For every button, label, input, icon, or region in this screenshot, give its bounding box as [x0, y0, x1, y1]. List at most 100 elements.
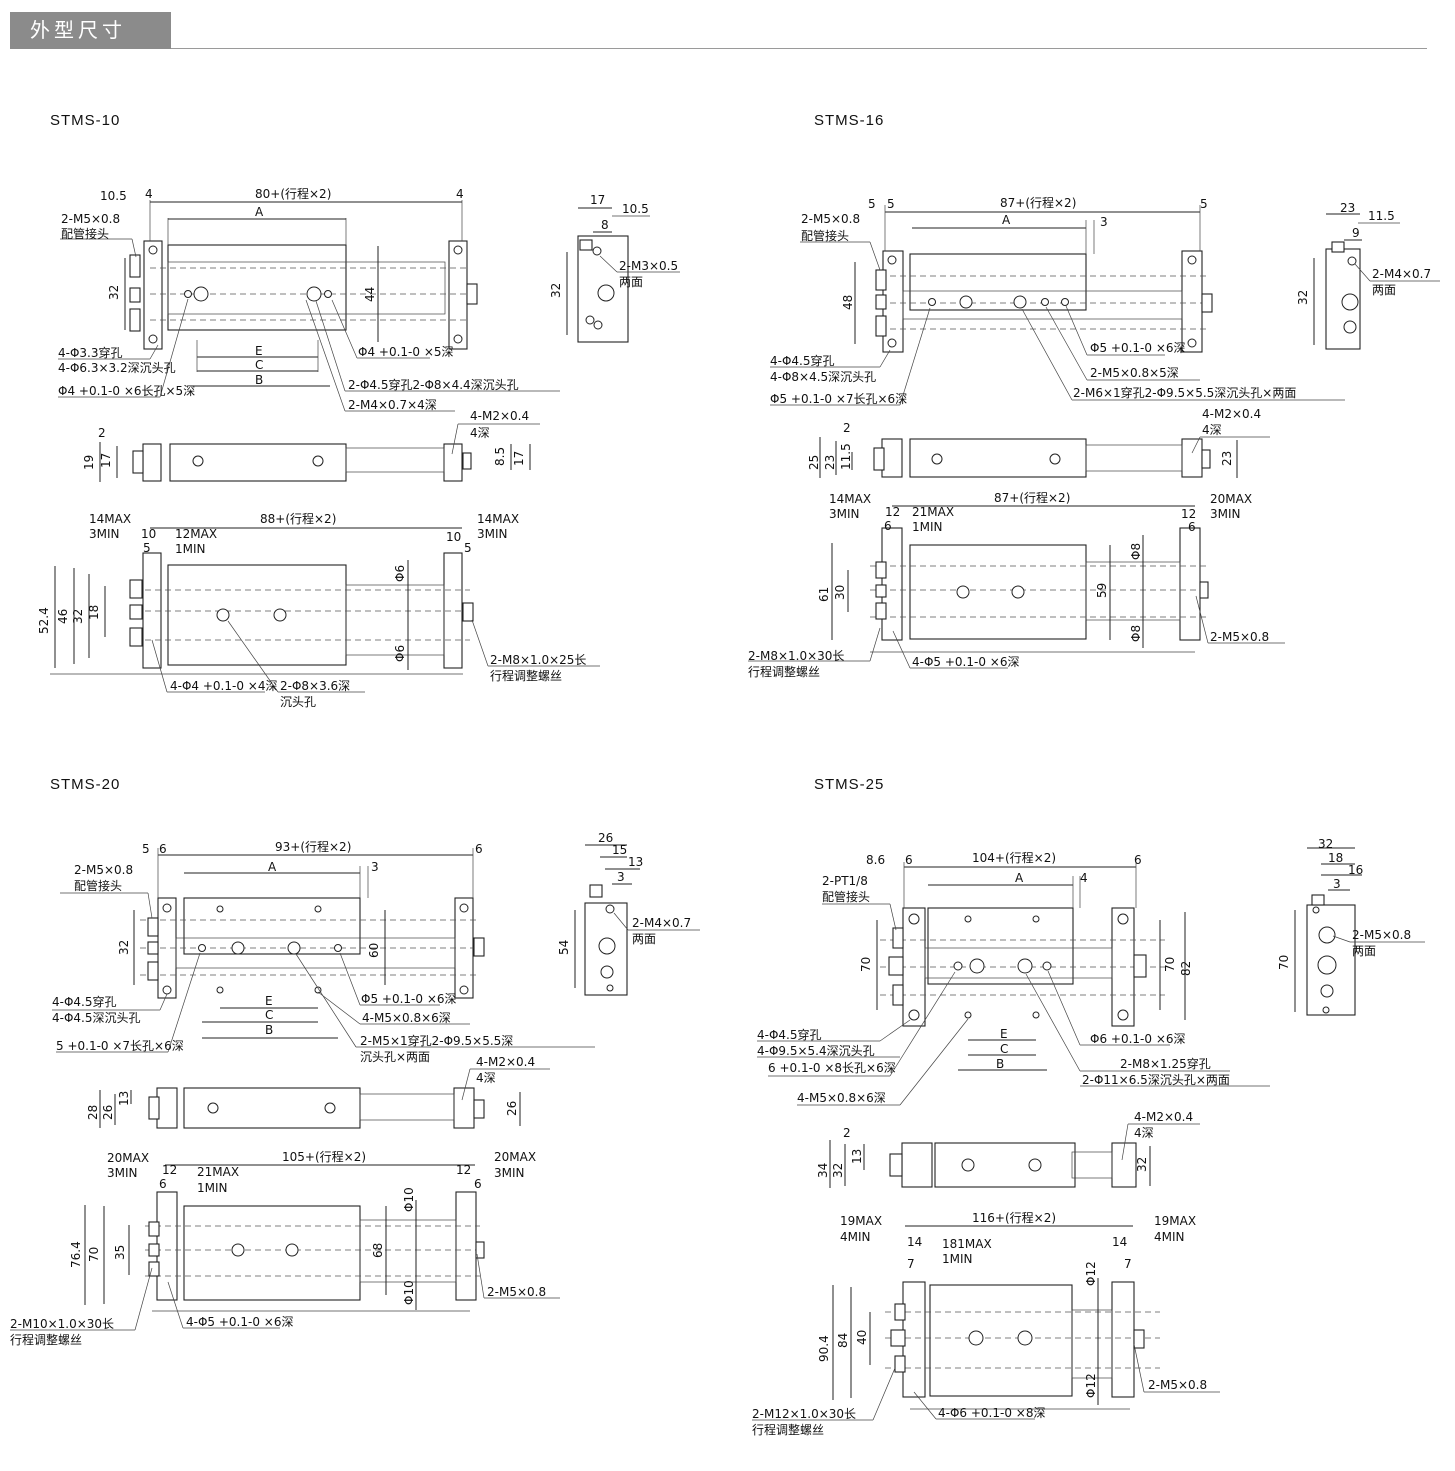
header-divider — [171, 48, 1427, 49]
dim-label: 15 — [612, 843, 627, 857]
dim-label: 2-M8×1.0×25长 — [490, 653, 586, 667]
dim-label: 两面 — [1372, 283, 1396, 297]
dim-label: 4深 — [1202, 423, 1222, 437]
dim-label: 70 — [1277, 955, 1291, 970]
dim-label: 26 — [598, 831, 613, 845]
dim-label: 8.6 — [866, 853, 885, 867]
dim-label: 2 — [843, 1126, 851, 1140]
dim-label: 4-Φ4 +0.1-0 ×4深 — [170, 679, 277, 693]
dim-label: 10.5 — [100, 189, 127, 203]
dim-label: 5 +0.1-0 ×7长孔×6深 — [56, 1039, 184, 1053]
dim-label: 8 — [601, 218, 609, 232]
dim-label: 59 — [1095, 583, 1109, 598]
stms-20-top-view: 5 6 93+(行程×2) 6 2-M5×0.8 配管接头 A 3 60 32 … — [52, 839, 595, 1064]
dim-label: 2-M8×1.0×30长 — [748, 649, 844, 663]
end-plate — [448, 240, 468, 350]
dim-label: 11.5 — [839, 443, 853, 470]
dim-label: 19MAX — [840, 1214, 882, 1228]
dim-label: 两面 — [619, 275, 643, 289]
dim-label: 2 — [98, 426, 106, 440]
dim-label: 8.5 — [493, 447, 507, 466]
dim-label: 17 — [590, 193, 605, 207]
dim-label: E — [1000, 1027, 1008, 1041]
section-header: 外型尺寸 — [10, 12, 171, 49]
dim-label: 3 — [371, 860, 379, 874]
dim-label: 1MIN — [175, 542, 206, 556]
dim-label: Φ6 — [393, 565, 407, 582]
dim-label: Φ8 — [1129, 625, 1143, 642]
dim-label: 34 — [816, 1163, 830, 1178]
dim-label: 1MIN — [942, 1252, 973, 1266]
dim-label: 配管接头 — [801, 228, 849, 243]
dim-label: 84 — [836, 1333, 850, 1348]
dim-label: 4 — [145, 187, 153, 201]
dim-label: 2-M8×1.25穿孔 — [1120, 1056, 1211, 1071]
dim-label: 沉头孔 — [280, 695, 316, 709]
dim-label: 4 — [456, 187, 464, 201]
dim-label: 2-M5×0.8 — [487, 1285, 546, 1299]
dim-label: 88+(行程×2) — [260, 511, 336, 526]
dim-label: 5 — [464, 541, 472, 555]
dim-label: 61 — [817, 587, 831, 602]
dim-label: 14MAX — [89, 512, 131, 526]
dim-label: 4-Φ9.5×5.4深沉头孔 — [757, 1044, 875, 1058]
dim-label: Φ5 +0.1-0 ×6深 — [1090, 341, 1186, 355]
dim-label: E — [255, 344, 263, 358]
dim-label: Φ6 — [393, 645, 407, 662]
dim-label: 5 — [1200, 197, 1208, 211]
dim-label: 沉头孔×两面 — [360, 1050, 430, 1064]
dim-label: 17 — [99, 453, 113, 468]
model-title-stms-10: STMS-10 — [50, 112, 121, 129]
dim-label: A — [1002, 213, 1011, 227]
dim-label: 2-PT1/8 — [822, 874, 868, 888]
dim-label: 5 — [142, 842, 150, 856]
dim-label: 4-Φ3.3穿孔 — [58, 345, 123, 360]
stms-25-bottom-view: 19MAX 4MIN 14 7 181MAX 1MIN 116+(行程×2) 1… — [752, 1210, 1220, 1437]
dim-label: Φ5 +0.1-0 ×6深 — [361, 992, 457, 1006]
dim-label: 14 — [907, 1235, 922, 1249]
stms-16-front-view: 2 25 23 11.5 4-M2×0.4 4深 23 — [807, 407, 1270, 478]
dim-label: 行程调整螺丝 — [10, 1332, 82, 1347]
dim-label: 2-M5×0.8×5深 — [1090, 366, 1179, 380]
dim-label: 2-M5×0.8 — [1148, 1378, 1207, 1392]
dim-label: 2-M5×0.8 — [61, 212, 120, 226]
dim-label: A — [255, 205, 264, 219]
dim-label: 26 — [101, 1105, 115, 1120]
dim-label: 4MIN — [1154, 1230, 1185, 1244]
dim-label: 70 — [87, 1247, 101, 1262]
dim-label: 2-M5×0.8 — [74, 863, 133, 877]
dim-label: E — [265, 994, 273, 1008]
dim-label: 4-M2×0.4 — [470, 409, 529, 423]
dim-label: 44 — [363, 287, 377, 302]
stms-16-bottom-view: 14MAX 3MIN 12 6 21MAX 1MIN 87+(行程×2) 20M… — [748, 490, 1285, 679]
dim-label: 7 — [1124, 1257, 1132, 1271]
dim-label: A — [268, 860, 277, 874]
dim-label: 70 — [859, 957, 873, 972]
dim-label: 3MIN — [829, 507, 860, 521]
dim-label: 12MAX — [175, 527, 217, 541]
dim-label: 32 — [1135, 1157, 1149, 1172]
stms-10-side-view: 17 10.5 8 32 2-M3×0.5 两面 — [549, 193, 680, 343]
dim-label: 4-Φ5 +0.1-0 ×6深 — [186, 1315, 293, 1329]
dim-label: 2-M5×1穿孔2-Φ9.5×5.5深 — [360, 1033, 513, 1048]
dim-label: Φ8 — [1129, 543, 1143, 560]
dim-label: 76.4 — [69, 1241, 83, 1268]
dim-label: 4 — [1080, 871, 1088, 885]
dim-label: 20MAX — [107, 1151, 149, 1165]
dim-label: Φ10 — [402, 1187, 416, 1212]
dim-label: 14MAX — [477, 512, 519, 526]
dim-label: C — [1000, 1042, 1008, 1056]
cylinder-body — [167, 261, 446, 315]
dim-label: 104+(行程×2) — [972, 850, 1056, 865]
dim-label: 3MIN — [107, 1166, 138, 1180]
dim-label: 配管接头 — [822, 889, 870, 904]
model-title-stms-25: STMS-25 — [814, 776, 885, 793]
dim-label: 14MAX — [829, 492, 871, 506]
dim-label: 6 — [1134, 853, 1142, 867]
dim-label: 4-Φ4.5穿孔 — [770, 353, 835, 368]
dim-label: 12 — [162, 1163, 177, 1177]
dim-label: 18 — [87, 605, 101, 620]
stms-10-top-view: 10.5 4 80+(行程×2) 4 2-M5×0.8 配管接头 A 32 44… — [58, 186, 560, 412]
dim-label: 93+(行程×2) — [275, 839, 351, 854]
